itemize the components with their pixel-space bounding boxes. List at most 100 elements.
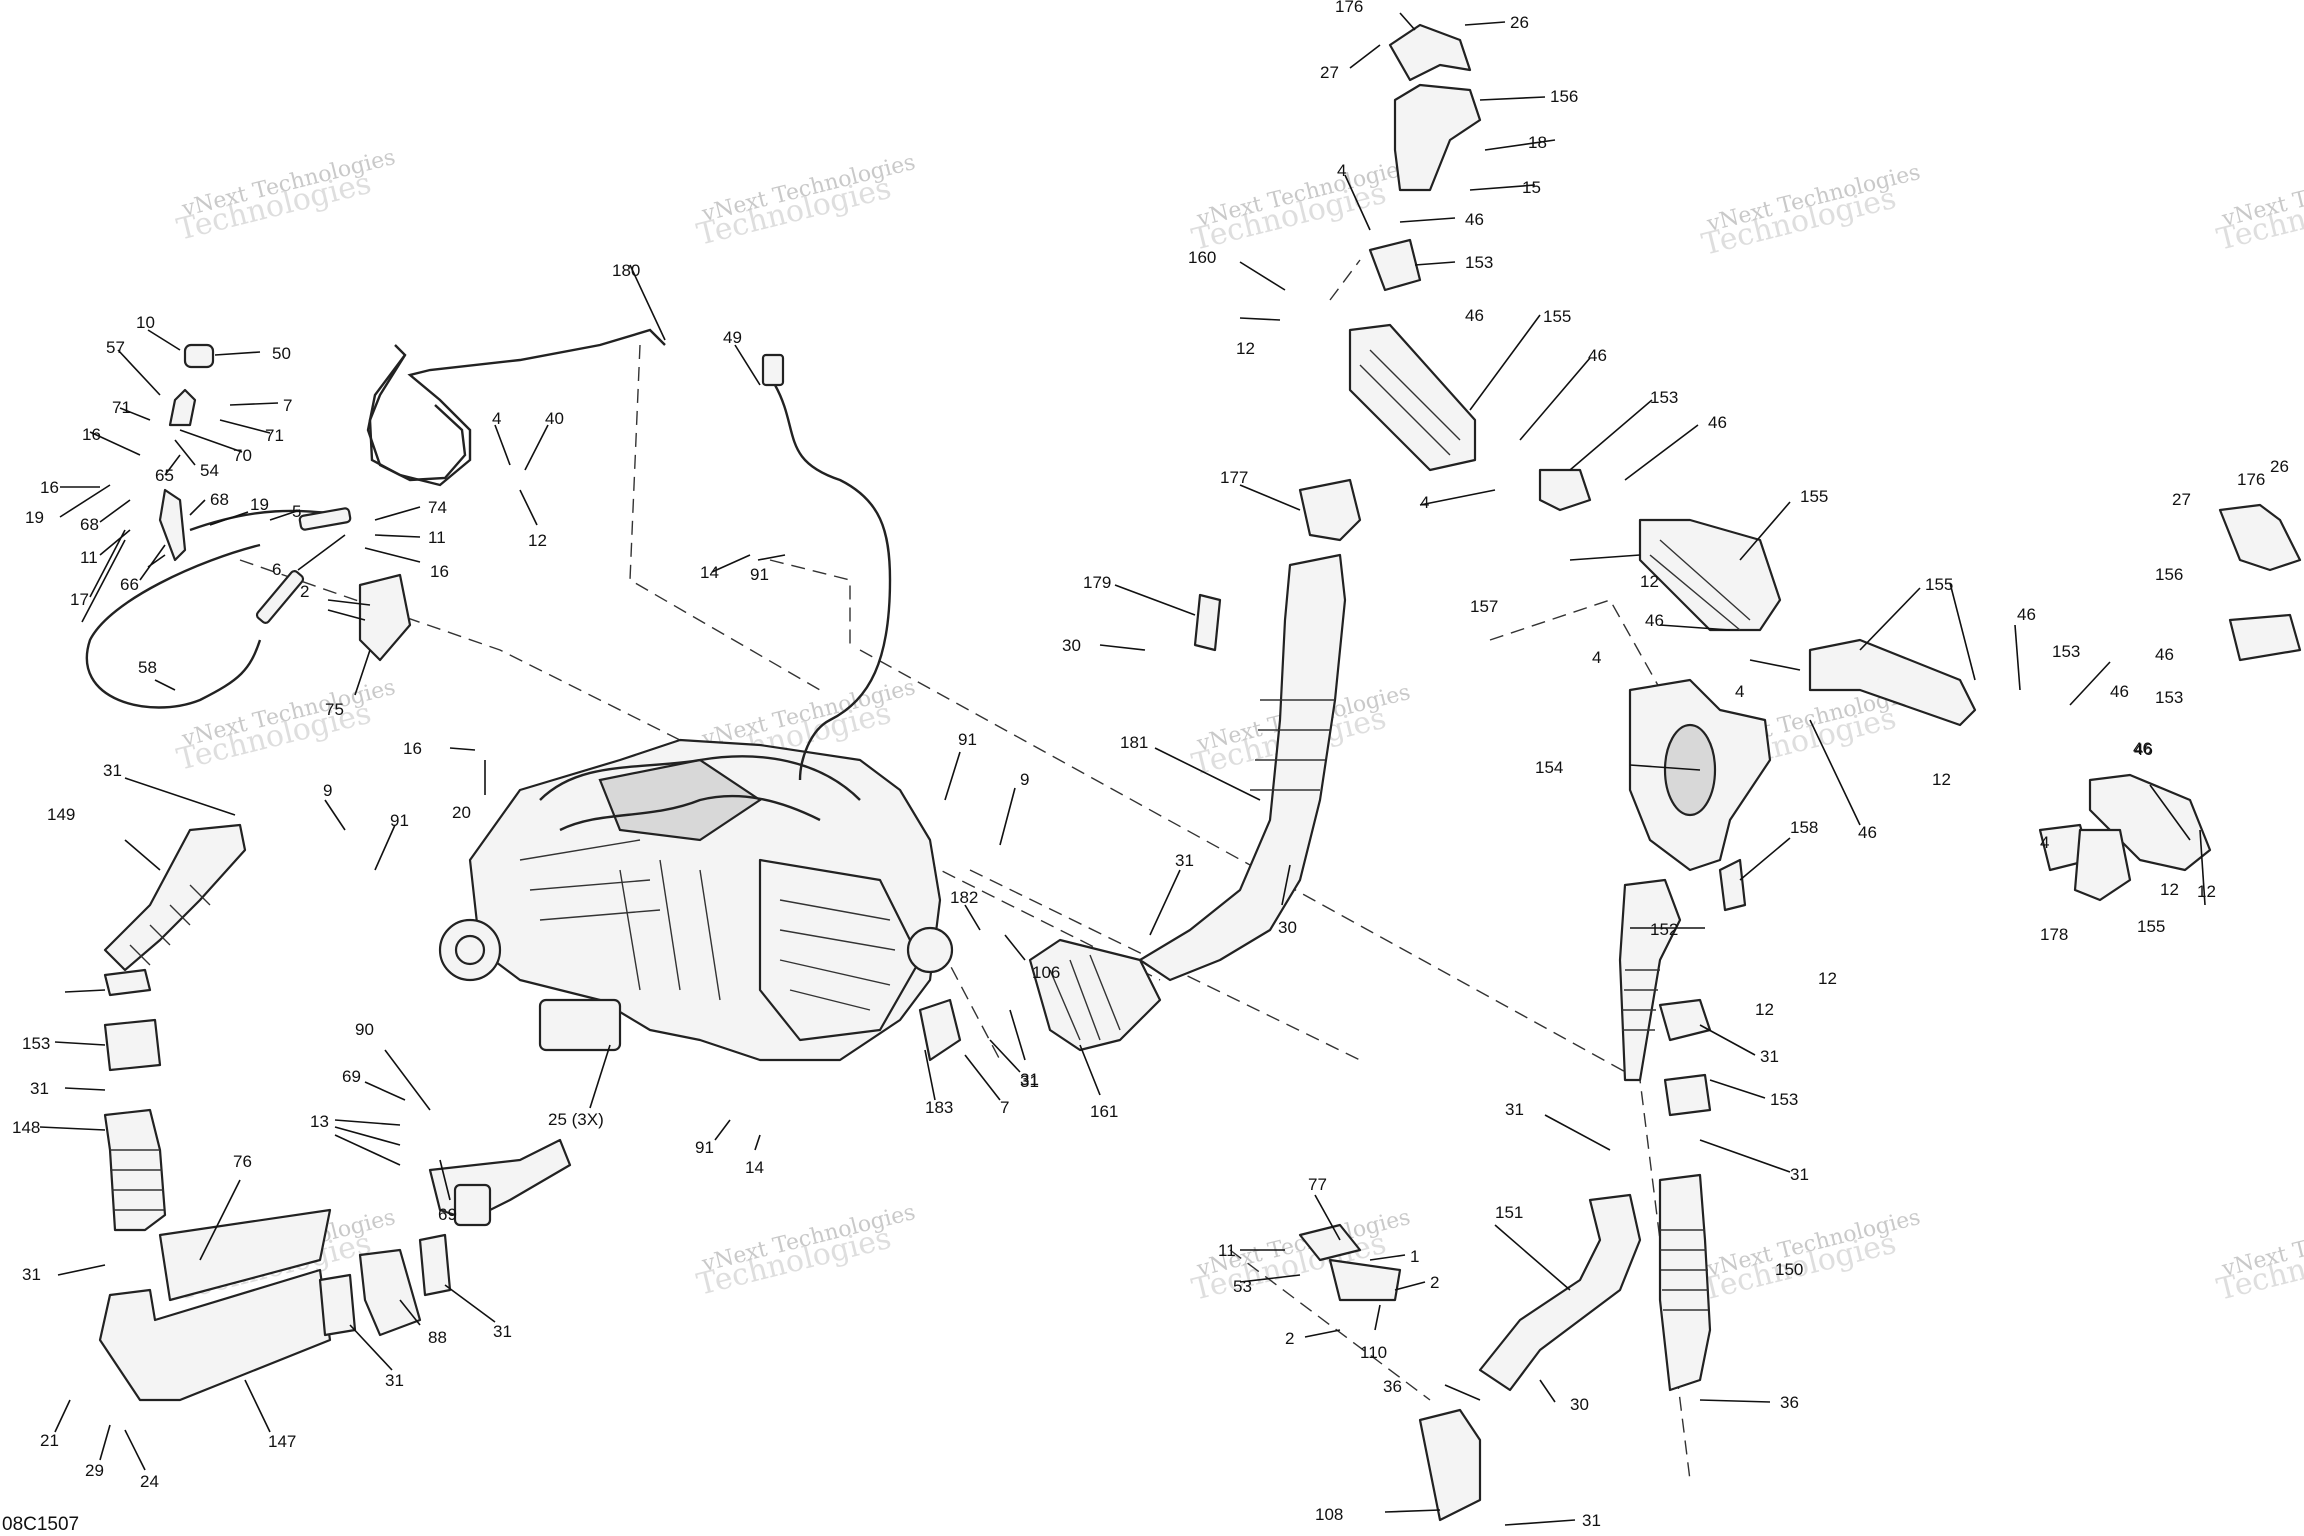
- callout-label: 176: [2237, 470, 2265, 489]
- callout-label: 12: [1640, 572, 1659, 591]
- callout-label: 74: [428, 498, 447, 517]
- callout-label: 4: [1735, 682, 1744, 701]
- callout-label: 147: [268, 1432, 296, 1451]
- callout-label: 15: [1522, 178, 1541, 197]
- callout-label: 12: [1755, 1000, 1774, 1019]
- callout-label: 31: [22, 1265, 41, 1284]
- document-id: 08C1507: [2, 1514, 79, 1535]
- wiring-harness: [761, 353, 892, 781]
- callout-label: 153: [22, 1034, 50, 1053]
- callout-label: 19: [25, 508, 44, 527]
- callout-label: 2: [300, 582, 309, 601]
- callout-label: 156: [2155, 565, 2183, 584]
- callout-label: 46: [1465, 306, 1484, 325]
- callout-label: 9: [1020, 770, 1029, 789]
- callout-label: 19: [250, 495, 269, 514]
- callout-label: 4: [492, 409, 501, 428]
- air-ducts-lower-right: [1418, 878, 1712, 1522]
- callout-label: 31: [1020, 1072, 1039, 1091]
- callout-label: 54: [200, 461, 219, 480]
- callout-label: 58: [138, 658, 157, 677]
- callout-label: 91: [750, 565, 769, 584]
- callout-label: 46: [2133, 739, 2152, 758]
- callout-label: 46: [1858, 823, 1877, 842]
- callout-label: 10: [136, 313, 155, 332]
- callout-label: 16: [82, 425, 101, 444]
- callout-label: 31: [1020, 1070, 1039, 1089]
- callout-label: 180: [612, 261, 640, 280]
- callout-label: 17: [70, 590, 89, 609]
- callout-label: 68: [80, 515, 99, 534]
- callout-label: 153: [1770, 1090, 1798, 1109]
- callout-label: 16: [40, 478, 59, 497]
- bracket-assemblies-center: [428, 998, 1402, 1302]
- callout-label: 46: [1645, 611, 1664, 630]
- callout-label: 179: [1083, 573, 1111, 592]
- callout-label: 182: [950, 888, 978, 907]
- callout-label: 155: [1800, 487, 1828, 506]
- callout-label: 29: [85, 1461, 104, 1480]
- callout-label: 46: [2017, 605, 2036, 624]
- callout-label: 160: [1188, 248, 1216, 267]
- callout-label: 183: [925, 1098, 953, 1117]
- intake-tubes-upper-right: [1348, 23, 1782, 632]
- callout-label: 153: [2155, 688, 2183, 707]
- callout-label: 155: [2137, 917, 2165, 936]
- callout-label: 31: [1760, 1047, 1779, 1066]
- callout-label: 69: [438, 1205, 457, 1224]
- callout-label: 152: [1650, 920, 1678, 939]
- callout-label: 71: [265, 426, 284, 445]
- callout-label: 176: [1335, 0, 1363, 16]
- callout-label: 31: [493, 1322, 512, 1341]
- callout-label: 12: [2160, 880, 2179, 899]
- callout-label: 30: [1062, 636, 1081, 655]
- cable-assembly-left: [85, 343, 412, 709]
- throttle-cable: [366, 328, 666, 487]
- callout-label: 150: [1775, 1260, 1803, 1279]
- callout-label: 68: [210, 490, 229, 509]
- callout-label: 14: [700, 563, 719, 582]
- callout-label: 26: [1510, 13, 1529, 32]
- callout-label: 77: [1308, 1175, 1327, 1194]
- callout-label: 27: [2172, 490, 2191, 509]
- callout-label: 91: [390, 811, 409, 830]
- callout-label: 18: [1528, 133, 1547, 152]
- assembly-guide-lines: [239, 259, 1701, 1481]
- intake-tubes-right: [1808, 503, 2302, 902]
- callout-label: 148: [12, 1118, 40, 1137]
- callout-label: 153: [2052, 642, 2080, 661]
- callout-label: 154: [1535, 758, 1563, 777]
- callout-label: 7: [283, 396, 292, 415]
- callout-labels: 176 26 27 156 18 15 4 46 153 160 12 46 1…: [12, 0, 2289, 1530]
- callout-label: 31: [385, 1371, 404, 1390]
- callout-label: 149: [47, 805, 75, 824]
- watermark-group: Technologies vNext Technologies Technolo…: [173, 145, 2304, 1308]
- callout-label: 36: [1383, 1377, 1402, 1396]
- callout-label: 155: [1543, 307, 1571, 326]
- callout-label: 155: [1925, 575, 1953, 594]
- callout-label: 27: [1320, 63, 1339, 82]
- callout-label: 4: [1337, 161, 1346, 180]
- callout-label: 178: [2040, 925, 2068, 944]
- callout-label: 46: [1465, 210, 1484, 229]
- callout-label: 26: [2270, 457, 2289, 476]
- callout-label: 57: [106, 338, 125, 357]
- callout-label: 181: [1120, 733, 1148, 752]
- callout-label: 12: [1818, 969, 1837, 988]
- callout-label: 13: [310, 1112, 329, 1131]
- air-plenum: [1628, 678, 1772, 912]
- callout-label: 90: [355, 1020, 374, 1039]
- callout-label: 4: [2040, 833, 2049, 852]
- callout-label: 75: [325, 700, 344, 719]
- callout-label: 5: [292, 502, 301, 521]
- callout-label: 91: [958, 730, 977, 749]
- callout-label: 4: [1592, 648, 1601, 667]
- callout-label: 53: [1233, 1277, 1252, 1296]
- callout-label: 16: [403, 739, 422, 758]
- callout-label: 71: [112, 398, 131, 417]
- callout-label: 12: [528, 531, 547, 550]
- callout-label: 108: [1315, 1505, 1343, 1524]
- callout-label: 12: [2197, 882, 2216, 901]
